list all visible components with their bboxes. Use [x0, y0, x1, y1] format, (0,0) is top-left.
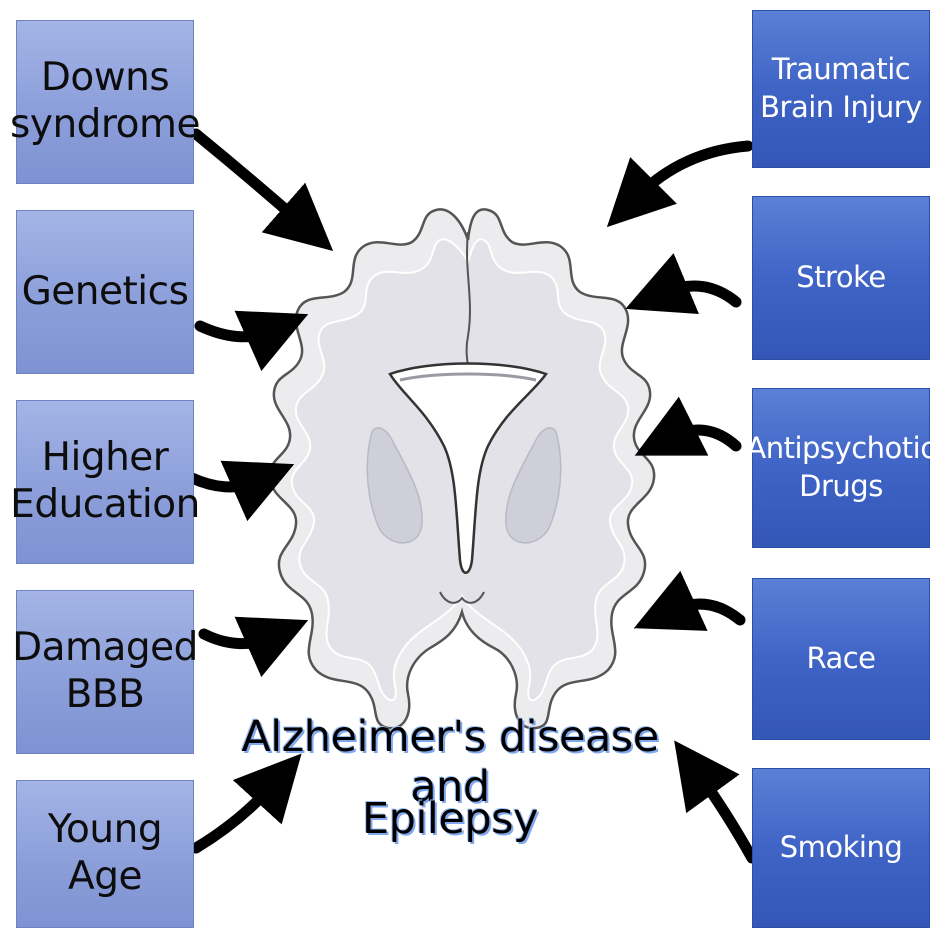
factor-label: Young Age — [48, 807, 162, 901]
factor-label: Traumatic Brain Injury — [760, 51, 922, 126]
curved-arrow-icon — [674, 604, 740, 620]
factor-label: Race — [806, 640, 875, 678]
factor-box-higher-education: Higher Education — [16, 400, 194, 564]
curved-arrow-icon — [638, 146, 748, 196]
factor-box-antipsychotic-drugs: Antipsychotic Drugs — [752, 388, 930, 548]
factor-box-traumatic-brain-injury: Traumatic Brain Injury — [752, 10, 930, 168]
curved-arrow-icon — [192, 478, 254, 487]
diagram-title-line-2: Epilepsy — [230, 794, 670, 844]
brain-coronal-section-icon — [270, 209, 654, 728]
factor-box-damaged-bbb: Damaged BBB — [16, 590, 194, 754]
factor-box-race: Race — [752, 578, 930, 740]
factor-label: Antipsychotic Drugs — [746, 430, 932, 505]
curved-arrow-icon — [204, 634, 268, 644]
factor-box-downs-syndrome: Downs syndrome — [16, 20, 194, 184]
factor-label: Stroke — [796, 259, 885, 297]
curved-arrow-icon — [700, 776, 752, 858]
factor-label: Downs syndrome — [10, 55, 200, 149]
curved-arrow-icon — [666, 286, 736, 302]
curved-arrow-icon — [200, 326, 268, 337]
factor-label: Damaged BBB — [12, 625, 198, 719]
curved-arrow-icon — [674, 430, 736, 446]
factor-box-smoking: Smoking — [752, 768, 930, 928]
factor-box-genetics: Genetics — [16, 210, 194, 374]
factor-box-stroke: Stroke — [752, 196, 930, 360]
factor-label: Higher Education — [10, 435, 200, 529]
factor-label: Smoking — [780, 829, 903, 867]
factor-label: Genetics — [22, 269, 189, 316]
curved-arrow-icon — [196, 134, 300, 222]
factor-box-young-age: Young Age — [16, 780, 194, 928]
